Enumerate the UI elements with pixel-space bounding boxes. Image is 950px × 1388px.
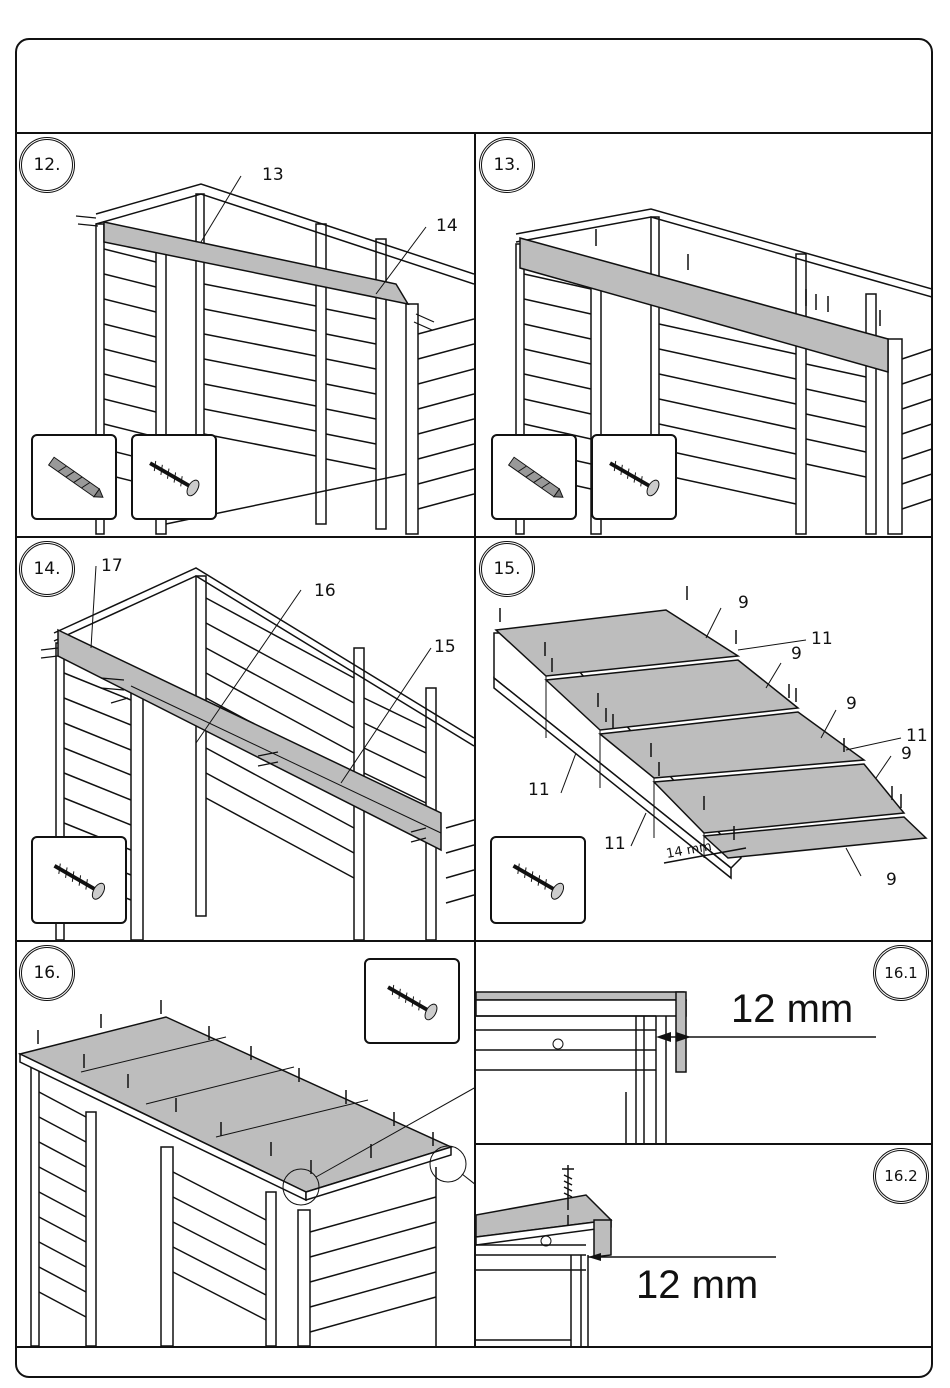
step-number-badge: 14.: [19, 541, 75, 597]
step-16-panel: 16.: [16, 942, 474, 1346]
step-number-badge: 12.: [19, 137, 75, 193]
part-label: 14: [436, 218, 458, 235]
drill-bit-icon: [493, 436, 575, 518]
screw-tool-box: [31, 836, 127, 924]
step-number-badge: 16.: [19, 945, 75, 1001]
part-label: 17: [101, 558, 123, 575]
step-number-badge: 13.: [479, 137, 535, 193]
step-12-panel: 12. 13 14: [16, 134, 474, 536]
step-14-panel: 14. 17 16 15: [16, 538, 474, 940]
part-label: 11: [811, 631, 833, 648]
screw-tool-box: [131, 434, 217, 520]
screw-tool-box: [591, 434, 677, 520]
step-16-1-detail: [476, 942, 932, 1143]
part-label: 9: [901, 746, 912, 763]
part-label: 16: [314, 583, 336, 600]
step-16-2-detail: [476, 1145, 932, 1346]
drill-bit-icon: [33, 436, 115, 518]
step-13-panel: 13.: [476, 134, 932, 536]
part-label: 9: [846, 696, 857, 713]
measurement-label: 12 mm: [636, 1265, 758, 1305]
part-label: 11: [906, 728, 928, 745]
step-number-badge: 16.1: [873, 945, 929, 1001]
step-15-panel: 15. 9 11 9 9 11 9 11 11 9 14 mm: [476, 538, 932, 940]
screw-icon: [593, 436, 675, 518]
part-label: 15: [434, 639, 456, 656]
screw-icon: [492, 838, 584, 922]
part-label: 9: [791, 646, 802, 663]
step-16-1-panel: 16.1 12 mm: [476, 942, 932, 1143]
step-number-badge: 15.: [479, 541, 535, 597]
part-label: 9: [886, 872, 897, 889]
screw-icon: [133, 436, 215, 518]
drill-bit-tool-box: [31, 434, 117, 520]
part-label: 11: [528, 782, 550, 799]
screw-icon: [33, 838, 125, 922]
measurement-label: 12 mm: [731, 989, 853, 1029]
screw-tool-box: [364, 958, 460, 1044]
drill-bit-tool-box: [491, 434, 577, 520]
part-label: 9: [738, 595, 749, 612]
step-number-badge: 16.2: [873, 1148, 929, 1204]
part-label: 11: [604, 836, 626, 853]
step-16-2-panel: 16.2 12 mm: [476, 1145, 932, 1346]
screw-tool-box: [490, 836, 586, 924]
screw-icon: [366, 960, 458, 1042]
part-label: 13: [262, 167, 284, 184]
